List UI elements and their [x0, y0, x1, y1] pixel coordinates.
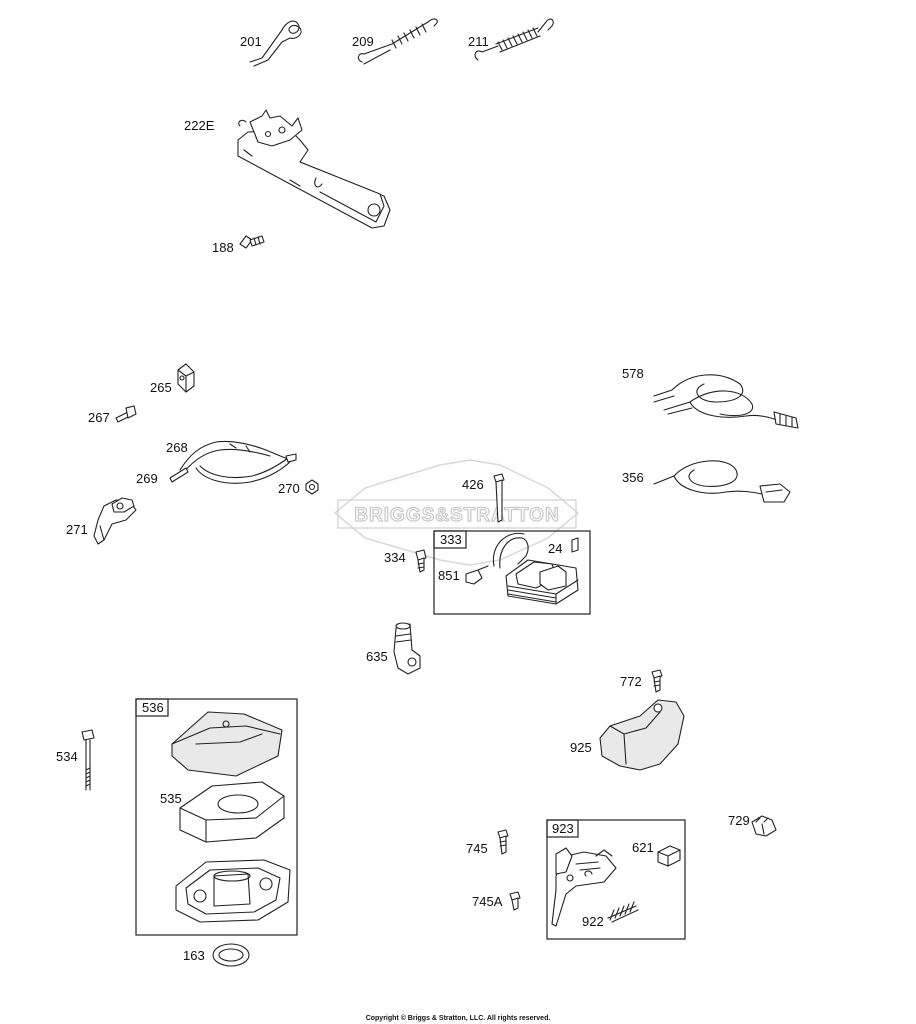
armature-kit-tag [433, 530, 467, 549]
part-426-screw[interactable] [493, 473, 505, 523]
part-201-spring-clip[interactable] [249, 20, 302, 67]
watermark-text: BRIGGS&STRATTON [354, 505, 559, 526]
part-270-nut[interactable] [305, 479, 319, 495]
label-201: 201 [240, 34, 262, 49]
part-536-air-filter-cover[interactable] [171, 711, 283, 777]
part-188-bolt[interactable] [239, 235, 265, 249]
label-211: 211 [468, 34, 489, 49]
label-745: 745 [466, 841, 488, 856]
part-333-armature[interactable] [492, 532, 579, 605]
label-772: 772 [620, 674, 642, 689]
part-925-cover[interactable] [599, 699, 685, 771]
label-635: 635 [366, 649, 388, 664]
part-729-clip[interactable] [751, 815, 777, 837]
part-635-spark-plug-boot[interactable] [393, 622, 421, 675]
part-209-spring[interactable] [357, 18, 438, 65]
part-211-spring[interactable] [474, 18, 554, 61]
label-923: 923 [552, 821, 574, 836]
label-267: 267 [88, 410, 110, 425]
label-729: 729 [728, 813, 750, 828]
label-24: 24 [548, 541, 562, 556]
label-426: 426 [462, 477, 484, 492]
part-745A-screw[interactable] [509, 891, 521, 911]
label-922: 922 [582, 914, 604, 929]
part-922-spring[interactable] [607, 901, 639, 923]
part-745-screw[interactable] [497, 829, 509, 855]
part-578-wire-harness[interactable] [653, 374, 799, 429]
label-270: 270 [278, 481, 300, 496]
label-269: 269 [136, 471, 158, 486]
part-271-lever[interactable] [93, 497, 137, 545]
label-621: 621 [632, 840, 654, 855]
label-925: 925 [570, 740, 592, 755]
part-267-screw[interactable] [115, 405, 137, 423]
label-534: 534 [56, 749, 78, 764]
part-268-cable[interactable] [169, 440, 297, 484]
part-265-clip[interactable] [177, 363, 195, 393]
part-334-screw[interactable] [415, 549, 427, 573]
label-356: 356 [622, 470, 644, 485]
part-163-gasket[interactable] [212, 943, 250, 967]
part-222E-control-bracket[interactable] [237, 109, 391, 229]
air-filter-kit-tag [135, 698, 169, 717]
label-188: 188 [212, 240, 234, 255]
label-333: 333 [440, 532, 462, 547]
armature-kit-box [433, 530, 591, 615]
label-209: 209 [352, 34, 374, 49]
part-356-wire[interactable] [653, 460, 791, 503]
control-kit-box [546, 819, 686, 940]
part-24-pin[interactable] [571, 537, 579, 553]
part-534-bolt[interactable] [81, 729, 95, 791]
label-163: 163 [183, 948, 205, 963]
copyright-text: Copyright © Briggs & Stratton, LLC. All … [366, 1014, 551, 1022]
label-222E: 222E [184, 118, 215, 133]
brand-watermark: BRIGGS&STRATTON [333, 459, 580, 566]
air-filter-kit-box [135, 698, 298, 936]
part-535-foam-filter[interactable] [179, 781, 285, 843]
label-578: 578 [622, 366, 644, 381]
part-772-screw[interactable] [651, 669, 663, 693]
part-851-clip[interactable] [465, 565, 489, 585]
label-268: 268 [166, 440, 188, 455]
part-621-clip[interactable] [657, 845, 681, 867]
label-535: 535 [160, 791, 182, 806]
part-536-air-filter-base[interactable] [175, 859, 291, 923]
label-334: 334 [384, 550, 406, 565]
label-851: 851 [438, 568, 460, 583]
label-536: 536 [142, 700, 164, 715]
part-923-control-assembly[interactable] [551, 847, 617, 927]
label-745A: 745A [472, 894, 503, 909]
control-kit-tag [546, 819, 579, 838]
label-265: 265 [150, 380, 172, 395]
label-271: 271 [66, 522, 88, 537]
